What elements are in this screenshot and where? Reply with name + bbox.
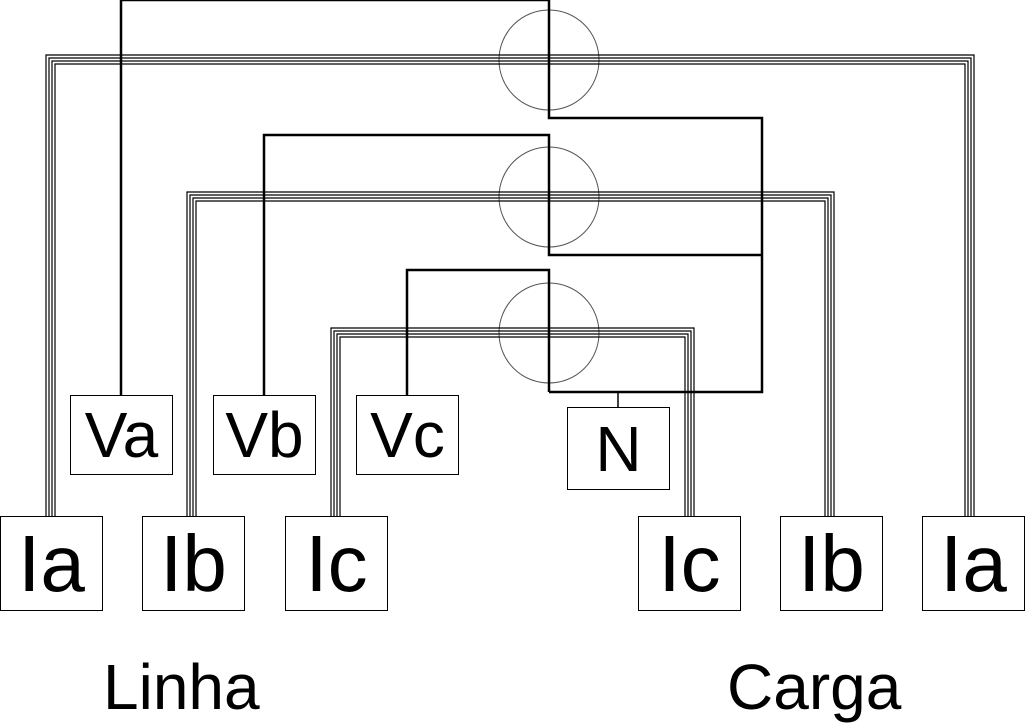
terminal-load-ia: Ia: [922, 516, 1025, 611]
terminal-load-ic: Ic: [638, 516, 741, 611]
voltage-lead-a: [119, 0, 764, 395]
terminal-line-ic-label: Ic: [305, 518, 368, 608]
terminal-load-ia-label: Ia: [940, 518, 1007, 608]
terminal-load-ib-label: Ib: [798, 518, 865, 608]
terminal-load-ib: Ib: [780, 516, 883, 611]
terminal-line-ib: Ib: [142, 516, 245, 611]
terminal-va-label: Va: [84, 399, 159, 471]
terminal-line-ic: Ic: [285, 516, 388, 611]
terminal-vc: Vc: [356, 395, 459, 475]
terminal-vb: Vb: [213, 395, 316, 475]
terminal-n-label: N: [595, 412, 642, 485]
terminal-line-ib-label: Ib: [160, 518, 227, 608]
terminal-va: Va: [70, 395, 173, 475]
current-loop-b: [186, 191, 835, 516]
terminal-line-ia-label: Ia: [18, 518, 85, 608]
current-loop-c: [330, 327, 695, 516]
current-loop-a: [45, 54, 975, 516]
line-side-label: Linha: [103, 651, 260, 723]
terminal-n: N: [567, 407, 670, 490]
terminal-line-ia: Ia: [0, 516, 103, 611]
voltage-lead-b: [262, 133, 762, 395]
terminal-vc-label: Vc: [370, 399, 445, 471]
terminal-vb-label: Vb: [225, 399, 304, 471]
voltage-lead-c: [405, 268, 551, 395]
terminal-load-ic-label: Ic: [658, 518, 721, 608]
load-side-label: Carga: [727, 651, 902, 723]
